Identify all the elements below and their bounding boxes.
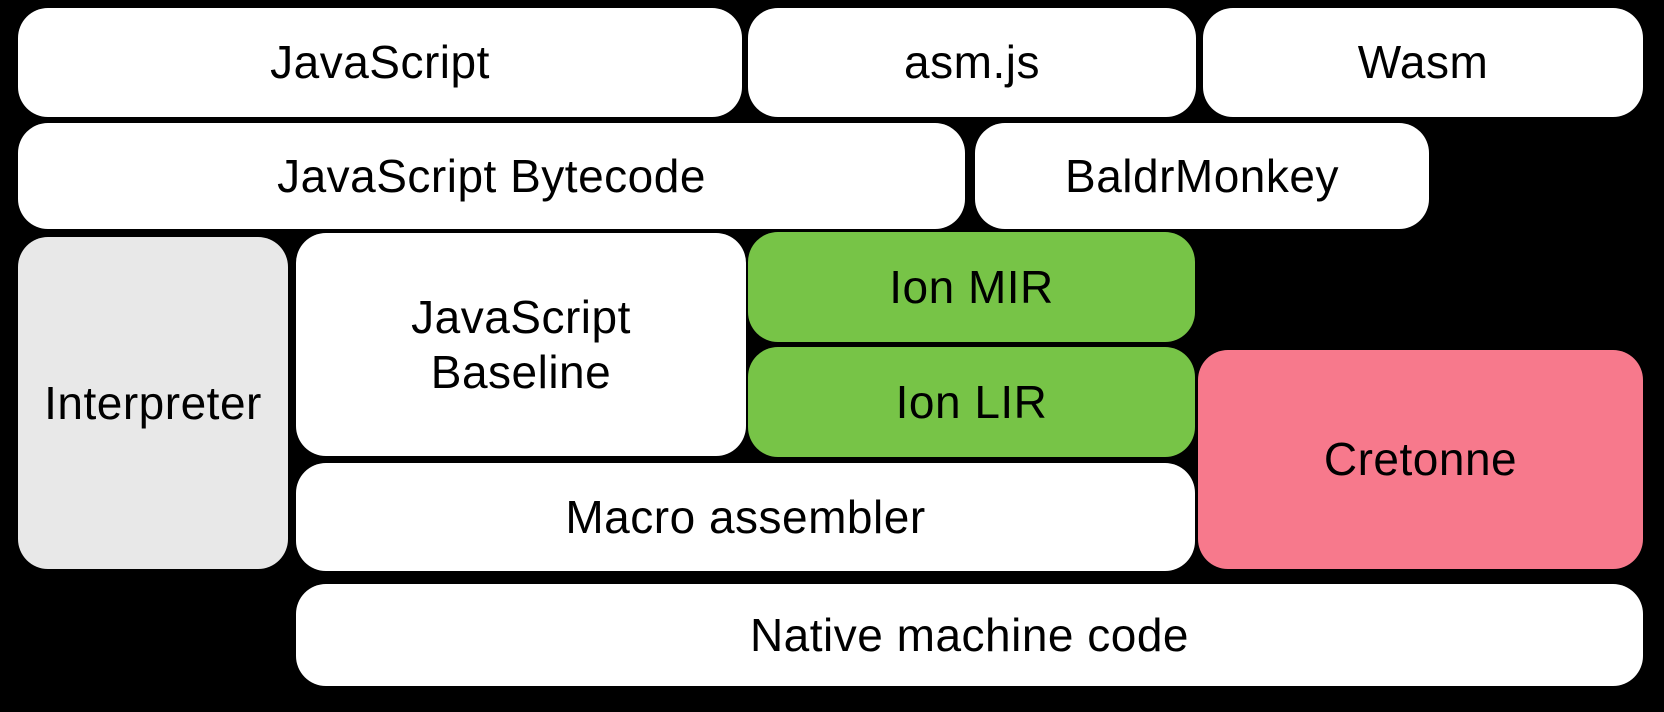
box-interpreter-label: Interpreter — [44, 376, 262, 429]
box-macro-assembler-label: Macro assembler — [565, 490, 926, 543]
box-cretonne-label: Cretonne — [1323, 433, 1518, 486]
box-baldrmonkey: BaldrMonkey — [975, 123, 1429, 229]
box-javascript-baseline: JavaScript Baseline — [296, 233, 746, 456]
box-wasm-label: Wasm — [1357, 36, 1489, 89]
box-javascript-bytecode: JavaScript Bytecode — [18, 123, 965, 229]
box-native-machine-code-label: Native machine code — [749, 608, 1190, 661]
box-native-machine-code: Native machine code — [296, 584, 1643, 686]
box-javascript-bytecode-label: JavaScript Bytecode — [277, 149, 706, 202]
box-cretonne: Cretonne — [1198, 350, 1643, 569]
box-asm-js-label: asm.js — [904, 36, 1040, 89]
box-javascript-baseline-label: JavaScript Baseline — [411, 291, 631, 398]
box-ion-mir-label: Ion MIR — [889, 260, 1054, 313]
box-baldrmonkey-label: BaldrMonkey — [1065, 149, 1339, 202]
box-macro-assembler: Macro assembler — [296, 463, 1195, 571]
box-wasm: Wasm — [1203, 8, 1643, 117]
box-ion-lir: Ion LIR — [748, 347, 1195, 457]
box-ion-mir: Ion MIR — [748, 232, 1195, 342]
box-javascript: JavaScript — [18, 8, 742, 117]
box-ion-lir-label: Ion LIR — [895, 375, 1048, 428]
box-javascript-label: JavaScript — [270, 36, 490, 89]
box-interpreter: Interpreter — [18, 237, 288, 569]
box-asm-js: asm.js — [748, 8, 1196, 117]
